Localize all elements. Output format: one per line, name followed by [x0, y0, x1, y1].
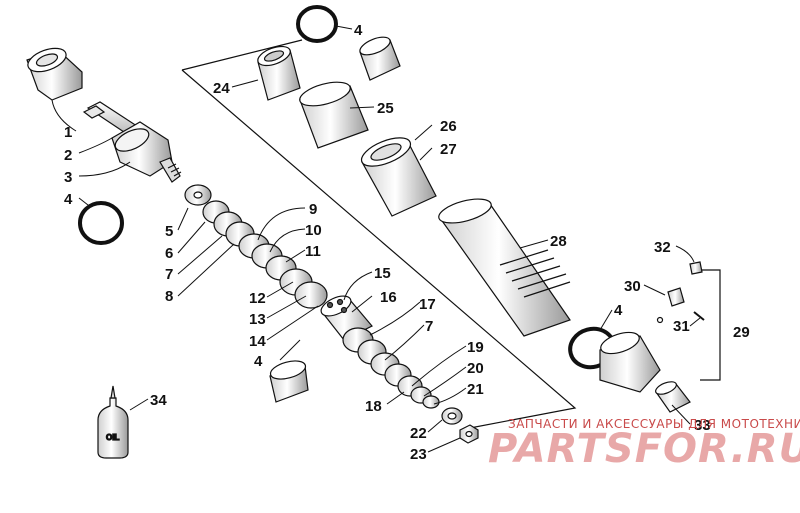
part-shim-stack-upper	[184, 184, 328, 309]
callout-1: 1	[64, 124, 72, 141]
part-adjuster-ring	[360, 137, 437, 217]
part-body	[438, 198, 571, 337]
oil-bottle-label: OIL	[106, 433, 119, 442]
callout-labels: 1 2 3 4 4 4 4 5 6 7 7 8 9 10 11 12 13 14…	[64, 22, 750, 463]
callout-30: 30	[624, 278, 641, 295]
callout-28: 28	[550, 233, 567, 250]
callout-4: 4	[614, 302, 623, 319]
callout-7: 7	[425, 318, 433, 335]
part-reservoir-end	[599, 331, 691, 413]
callout-33: 33	[694, 417, 711, 434]
callout-12: 12	[249, 290, 266, 307]
callout-7: 7	[165, 266, 173, 283]
part-wear-band	[269, 36, 401, 403]
part-bushing-top	[26, 47, 83, 101]
callout-9: 9	[309, 201, 317, 218]
callout-5: 5	[165, 223, 173, 240]
callout-19: 19	[467, 339, 484, 356]
callout-23: 23	[410, 446, 427, 463]
part-washer-nut	[441, 407, 479, 444]
callout-13: 13	[249, 311, 266, 328]
callout-25: 25	[377, 100, 394, 117]
callout-11: 11	[305, 243, 321, 260]
callout-34: 34	[150, 392, 167, 409]
callout-8: 8	[165, 288, 173, 305]
callout-31: 31	[673, 318, 690, 335]
part-cap	[257, 45, 301, 101]
part-sleeve	[299, 81, 369, 149]
callout-15: 15	[374, 265, 391, 282]
callout-17: 17	[419, 296, 436, 313]
watermark-logo: PARTSFOR.RU	[488, 426, 800, 472]
callout-24: 24	[213, 80, 230, 97]
assembly-frame	[181, 39, 721, 429]
callout-32: 32	[654, 239, 671, 256]
part-valve-core	[656, 261, 705, 324]
callout-22: 22	[410, 425, 427, 442]
callout-3: 3	[64, 169, 72, 186]
callout-4: 4	[254, 353, 263, 370]
callout-4: 4	[354, 22, 363, 39]
part-shaft-eyelet	[82, 101, 182, 183]
callout-18: 18	[365, 398, 382, 415]
callout-27: 27	[440, 141, 457, 158]
callout-21: 21	[467, 381, 484, 398]
callout-16: 16	[380, 289, 397, 306]
callout-29: 29	[733, 324, 750, 341]
callout-6: 6	[165, 245, 173, 262]
callout-26: 26	[440, 118, 457, 135]
callout-4: 4	[64, 191, 73, 208]
callout-10: 10	[305, 222, 322, 239]
part-shim-stack-lower	[342, 327, 440, 409]
callout-2: 2	[64, 147, 72, 164]
leader-lines	[51, 25, 701, 453]
watermark-caption: ЗАПЧАСТИ И АКСЕССУАРЫ ДЛЯ МОТОТЕХНИКИ	[508, 417, 800, 431]
oil-bottle: OIL	[97, 385, 129, 459]
callout-20: 20	[467, 360, 484, 377]
callout-14: 14	[249, 333, 266, 350]
